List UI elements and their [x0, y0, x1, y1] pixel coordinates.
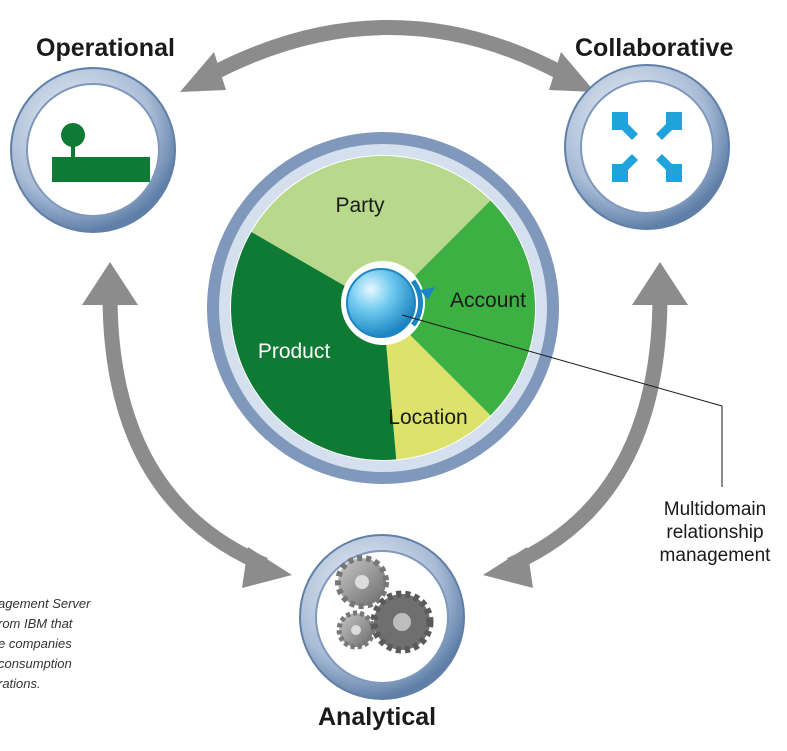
- caption-line: agement Server: [0, 596, 91, 611]
- converge-arrows-icon: [612, 112, 682, 182]
- pie-segment-party: [251, 156, 491, 308]
- pie-segment-account: [383, 200, 535, 416]
- caption-text: agement Server rom IBM that e companies …: [0, 594, 91, 694]
- segment-label-location: Location: [388, 406, 467, 429]
- arrow-operational-analytical: [102, 294, 268, 572]
- pie-segment-product: [230, 232, 397, 460]
- hub-pie: [230, 156, 535, 460]
- pie-segment-location: [383, 308, 491, 460]
- caption-line: e companies: [0, 636, 72, 651]
- caption-line: rom IBM that: [0, 616, 73, 631]
- arrowhead-right-up: [632, 262, 688, 305]
- caption-line: rations.: [0, 676, 41, 691]
- collaborative-node: [564, 64, 730, 230]
- segment-label-product: Product: [258, 340, 331, 363]
- callout-text: Multidomain relationship management: [650, 498, 780, 567]
- arrow-heads: [82, 52, 688, 588]
- operational-title: Operational: [36, 34, 175, 62]
- analytical-title: Analytical: [318, 703, 437, 731]
- arrowhead-top-left: [180, 52, 226, 92]
- hub: Party Account Location Product: [207, 132, 559, 484]
- analytical-node: [299, 534, 465, 700]
- arrow-collaborative-analytical: [507, 294, 668, 572]
- segment-label-account: Account: [450, 289, 526, 312]
- segment-label-party: Party: [335, 194, 385, 217]
- operational-node: [10, 67, 176, 233]
- callout-line: relationship: [666, 522, 764, 543]
- collaborative-title: Collaborative: [575, 34, 734, 62]
- cycle-arrows: [102, 20, 668, 572]
- hub-globe: [341, 261, 435, 345]
- globe-icon: [346, 268, 416, 338]
- gears-icon: [335, 555, 434, 654]
- arrowhead-left-up: [82, 262, 138, 305]
- arrow-operational-collaborative: [206, 20, 569, 82]
- callout-line: Multidomain: [663, 499, 767, 520]
- arrowhead-right-down: [483, 547, 533, 588]
- callout-leader-line: [401, 314, 723, 487]
- callout-line: management: [659, 545, 771, 566]
- operational-icon: [52, 123, 150, 182]
- arrowhead-top-right: [549, 52, 595, 92]
- caption-line: consumption: [0, 656, 72, 671]
- arrowhead-left-down: [242, 547, 292, 588]
